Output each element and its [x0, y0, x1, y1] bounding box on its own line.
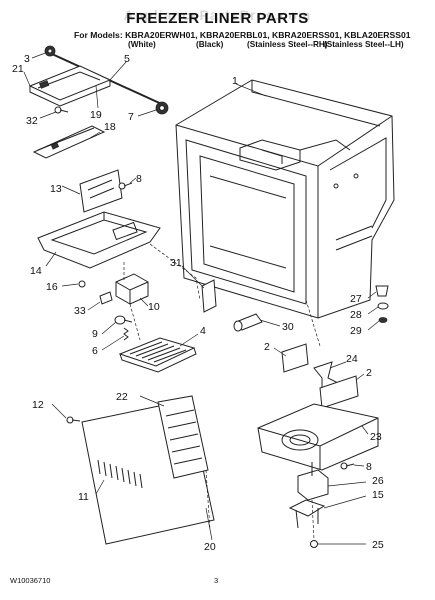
part-25-screw: [310, 540, 318, 548]
callout-22: 22: [116, 391, 128, 403]
callout-32: 32: [26, 115, 38, 127]
callout-7: 7: [128, 111, 134, 123]
callout-2: 2: [366, 367, 372, 379]
part-10-motor: [115, 273, 149, 305]
callout-8: 8: [136, 173, 142, 185]
part-15-bracket: [288, 499, 326, 529]
variant-black: (Black): [196, 40, 224, 49]
callout-6: 6: [92, 345, 98, 357]
part-2-pad-left: [281, 343, 309, 373]
part-23-fan-housing: [257, 403, 379, 471]
callout-14: 14: [30, 265, 42, 277]
callout-labels: 1 2 2 3 4 5 6 7 8 8 9 10 11 12 13 14 15 …: [12, 53, 384, 553]
models-line: For Models: KBRA20ERWH01, KBRA20ERBL01, …: [74, 30, 411, 40]
callout-4: 4: [200, 325, 206, 337]
callout-15: 15: [372, 489, 384, 501]
part-9-knob: [114, 315, 133, 325]
page-title: FREEZER LINER PARTS: [126, 10, 309, 27]
callout-9: 9: [92, 328, 98, 340]
callout-28: 28: [350, 309, 362, 321]
callout-25: 25: [372, 539, 384, 551]
part-16-screw: [78, 280, 86, 288]
page-number: 3: [214, 576, 219, 585]
variant-ss-rh: (Stainless Steel--RH): [247, 40, 328, 49]
callout-26: 26: [372, 475, 384, 487]
part-32-screw: [54, 106, 69, 114]
variant-white: (White): [128, 40, 156, 49]
callout-23: 23: [370, 431, 382, 443]
document-number: W10036710: [10, 576, 51, 585]
part-3-gear: [44, 45, 56, 57]
callout-8: 8: [366, 461, 372, 473]
variant-ss-lh: (Stainless Steel--LH): [324, 40, 404, 49]
callout-29: 29: [350, 325, 362, 337]
part-29-washer: [378, 317, 388, 323]
callout-19: 19: [90, 109, 102, 121]
leader-lines: [23, 51, 380, 545]
callout-3: 3: [24, 53, 30, 65]
part-14-tray: [37, 211, 161, 269]
part-22-duct: [157, 395, 209, 479]
part-19-rail: [28, 65, 112, 107]
callout-20: 20: [204, 541, 216, 553]
part-4-grille: [118, 337, 197, 373]
callout-12: 12: [32, 399, 44, 411]
callout-10: 10: [148, 301, 160, 313]
callout-18: 18: [104, 121, 116, 133]
part-18-rail: [32, 125, 106, 159]
callout-13: 13: [50, 183, 62, 195]
part-13-bracket: [79, 169, 123, 213]
callout-16: 16: [46, 281, 58, 293]
callout-33: 33: [74, 305, 86, 317]
assembly-paths: [123, 243, 321, 541]
part-6-spring: [123, 327, 129, 341]
part-7-gear: [155, 101, 169, 115]
part-12-screw: [66, 416, 81, 424]
callout-2: 2: [264, 341, 270, 353]
callout-24: 24: [346, 353, 358, 365]
part-30-damper: [233, 313, 263, 332]
callout-5: 5: [124, 53, 130, 65]
part-8-screw-upper: [118, 182, 133, 190]
callout-21: 21: [12, 63, 24, 75]
watermark: AppliancePartsPros.com: [123, 7, 312, 23]
callout-11: 11: [78, 491, 89, 503]
part-8-screw-lower: [340, 462, 355, 470]
callout-31: 31: [170, 257, 182, 269]
part-2-pad-right: [319, 375, 359, 409]
callout-1: 1: [232, 75, 238, 87]
part-27-knob: [375, 285, 389, 297]
part-31-flap: [201, 279, 217, 313]
part-26-fan-motor: [297, 462, 329, 501]
callout-27: 27: [350, 293, 362, 305]
part-28-ring: [377, 302, 389, 310]
callout-30: 30: [282, 321, 294, 333]
part-33-clip: [99, 291, 113, 305]
part-1-freezer-liner: [175, 79, 395, 319]
